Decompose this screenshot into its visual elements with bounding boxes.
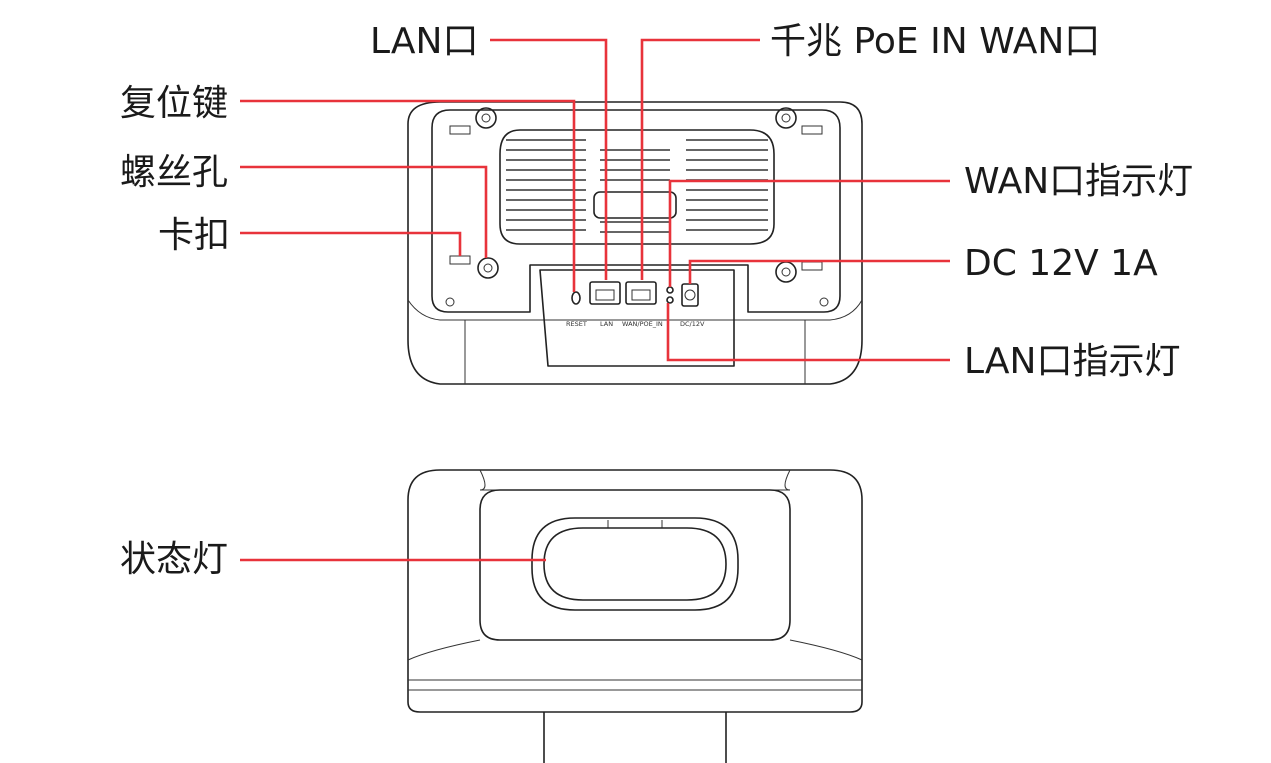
label-plate: [593, 191, 677, 219]
lan-indicator-led: [666, 296, 674, 304]
top-outer-body: [407, 469, 863, 713]
callout-line-lan-indicator: [666, 303, 950, 362]
label-status-light: 状态灯: [120, 539, 229, 580]
device-bottom-view: RESET LAN WAN/POE_IN DC/12V: [407, 101, 863, 385]
screw-hole-bottom-right: [775, 261, 823, 283]
wan-poe-port-icon: [625, 281, 657, 305]
port-label-reset: RESET: [566, 320, 587, 328]
callout-line-dc-power: [688, 259, 950, 284]
foot-right: [819, 297, 829, 307]
status-light-lens: [543, 527, 727, 601]
callout-line-wan-indicator: [668, 179, 950, 287]
port-label-lan: LAN: [600, 320, 613, 328]
top-lower-rim-right: [789, 639, 863, 661]
label-reset-key: 复位键: [120, 83, 229, 124]
foot-left: [445, 297, 455, 307]
screw-hole-top-right: [775, 107, 823, 135]
lan-port-icon: [589, 281, 621, 305]
device-top-view: [407, 469, 863, 763]
vent-panel: [499, 129, 775, 245]
top-upper-rim: [479, 469, 791, 491]
bottom-outer-body: [407, 101, 863, 385]
top-lower-rim-left: [407, 639, 481, 661]
callout-line-lan-port: [490, 38, 608, 280]
label-screw-hole: 螺丝孔: [120, 152, 229, 193]
callout-line-gigabit-poe-wan: [640, 38, 760, 280]
dc-power-jack-icon: [681, 283, 699, 307]
port-label-dc: DC/12V: [680, 320, 705, 328]
port-panel: [539, 269, 735, 367]
label-lan-port: LAN口: [370, 21, 479, 62]
label-gigabit-poe-wan: 千兆 PoE IN WAN口: [770, 21, 1101, 62]
callout-line-screw-hole: [240, 165, 488, 258]
screw-hole-top-left: [449, 107, 497, 135]
reset-button-icon: [571, 291, 581, 305]
label-lan-indicator: LAN口指示灯: [964, 341, 1181, 382]
screw-hole-bottom-left: [449, 255, 499, 279]
label-wan-indicator: WAN口指示灯: [964, 161, 1194, 202]
callout-lines: [240, 38, 950, 562]
callout-line-reset-key: [240, 99, 576, 292]
callout-line-clip: [240, 231, 462, 256]
port-label-wan-poe: WAN/POE_IN: [622, 320, 663, 328]
stand-base: [543, 712, 727, 763]
label-dc-power: DC 12V 1A: [964, 243, 1158, 284]
status-light-bezel: [531, 517, 739, 611]
bottom-inner-plate: [431, 109, 841, 313]
bottom-side-band: [407, 299, 863, 321]
top-raised-platform: [479, 489, 791, 641]
wan-indicator-led: [666, 286, 674, 294]
label-clip: 卡扣: [158, 215, 231, 256]
